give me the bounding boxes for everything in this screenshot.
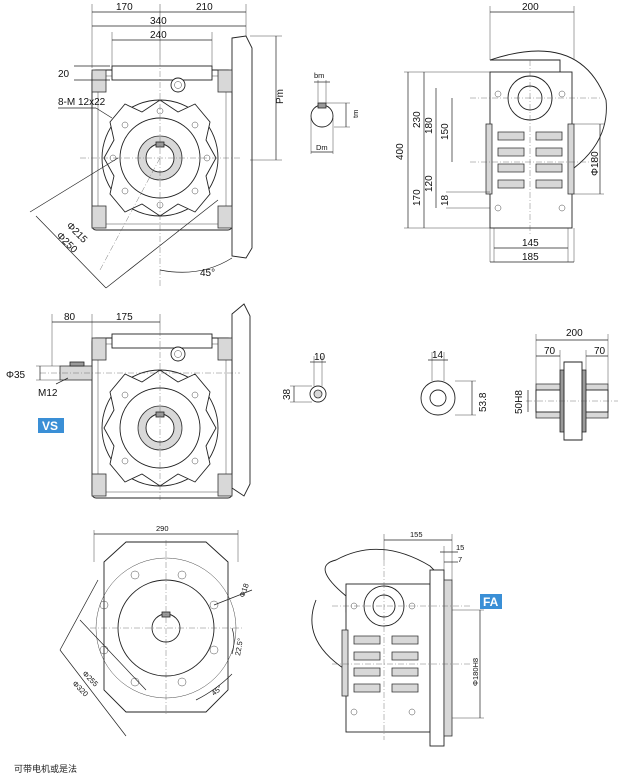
dim-200: 200: [522, 2, 539, 13]
dim-230: 230: [412, 111, 423, 128]
tm-label: tm: [351, 110, 360, 118]
side-view-top: 200 400 230 180 150 120 170 18 Φ180: [395, 2, 607, 263]
dia-320: Φ320: [71, 679, 90, 698]
dim-53-8: 53.8: [478, 392, 489, 412]
front-view-top: 170 210 340 240 20 8-M 12x22 Pm Φ215 Φ25…: [29, 2, 286, 289]
m12-label: M12: [38, 388, 58, 399]
dia-18: Φ18: [237, 582, 250, 599]
front-view-vs: 80 175 Φ35 M12 VS: [6, 303, 251, 500]
dim-145: 145: [522, 238, 539, 249]
dim-170: 170: [412, 189, 423, 206]
dim-50h8: 50H8: [514, 390, 525, 414]
dim-170: 170: [116, 2, 133, 13]
dim-155: 155: [410, 530, 423, 539]
fa-badge: [480, 594, 502, 609]
angle-45: 45°: [200, 268, 215, 279]
fa-cooling-fins: [353, 635, 419, 693]
dim-240: 240: [150, 30, 167, 41]
shaft-section-top: bm tm Dm: [310, 71, 360, 154]
fa-badge-text: FA: [483, 595, 499, 609]
dim-80: 80: [64, 312, 76, 323]
flange-view: 290 Φ18 22.5° 45° Φ255 Φ320: [59, 524, 253, 737]
bore-section-middle: 14 53.8: [420, 350, 489, 416]
dim-15: 15: [456, 543, 464, 552]
dm-label: Dm: [316, 143, 328, 152]
pm-label: Pm: [275, 89, 286, 104]
dim-70-right: 70: [594, 346, 606, 357]
dim-185: 185: [522, 252, 539, 263]
dim-10: 10: [314, 352, 326, 363]
dim-290: 290: [156, 524, 169, 533]
vs-badge-text: VS: [42, 419, 58, 433]
dim-180: 180: [424, 117, 435, 134]
bm-label: bm: [314, 71, 324, 80]
cooling-fins: [497, 131, 563, 189]
dim-phi180: Φ180: [590, 151, 601, 176]
dim-14: 14: [432, 350, 444, 361]
bolt-spec-label: 8-M 12x22: [58, 97, 106, 108]
dim-20: 20: [58, 69, 70, 80]
dim-18: 18: [440, 194, 451, 206]
dim-38: 38: [282, 388, 293, 400]
dim-phi180h8: Φ180H8: [471, 658, 480, 686]
key-section-middle: 10 38: [282, 352, 327, 403]
dim-400: 400: [395, 143, 406, 160]
dim-340: 340: [150, 16, 167, 27]
dim-7: 7: [458, 555, 462, 564]
dim-phi35: Φ35: [6, 370, 26, 381]
hollow-shaft-view: 200 70 70 50H8: [514, 328, 618, 441]
vs-badge: [38, 418, 64, 433]
dim-175: 175: [116, 312, 133, 323]
dim-150: 150: [440, 123, 451, 140]
dim-200-hollow: 200: [566, 328, 583, 339]
dim-210: 210: [196, 2, 213, 13]
footer-note: 可带电机或是法: [14, 764, 78, 774]
angle-22-5: 22.5°: [233, 637, 245, 656]
dim-120: 120: [424, 175, 435, 192]
dim-70-left: 70: [544, 346, 556, 357]
fa-side-view: 155 15 7 Φ180H8 FA: [311, 530, 502, 747]
